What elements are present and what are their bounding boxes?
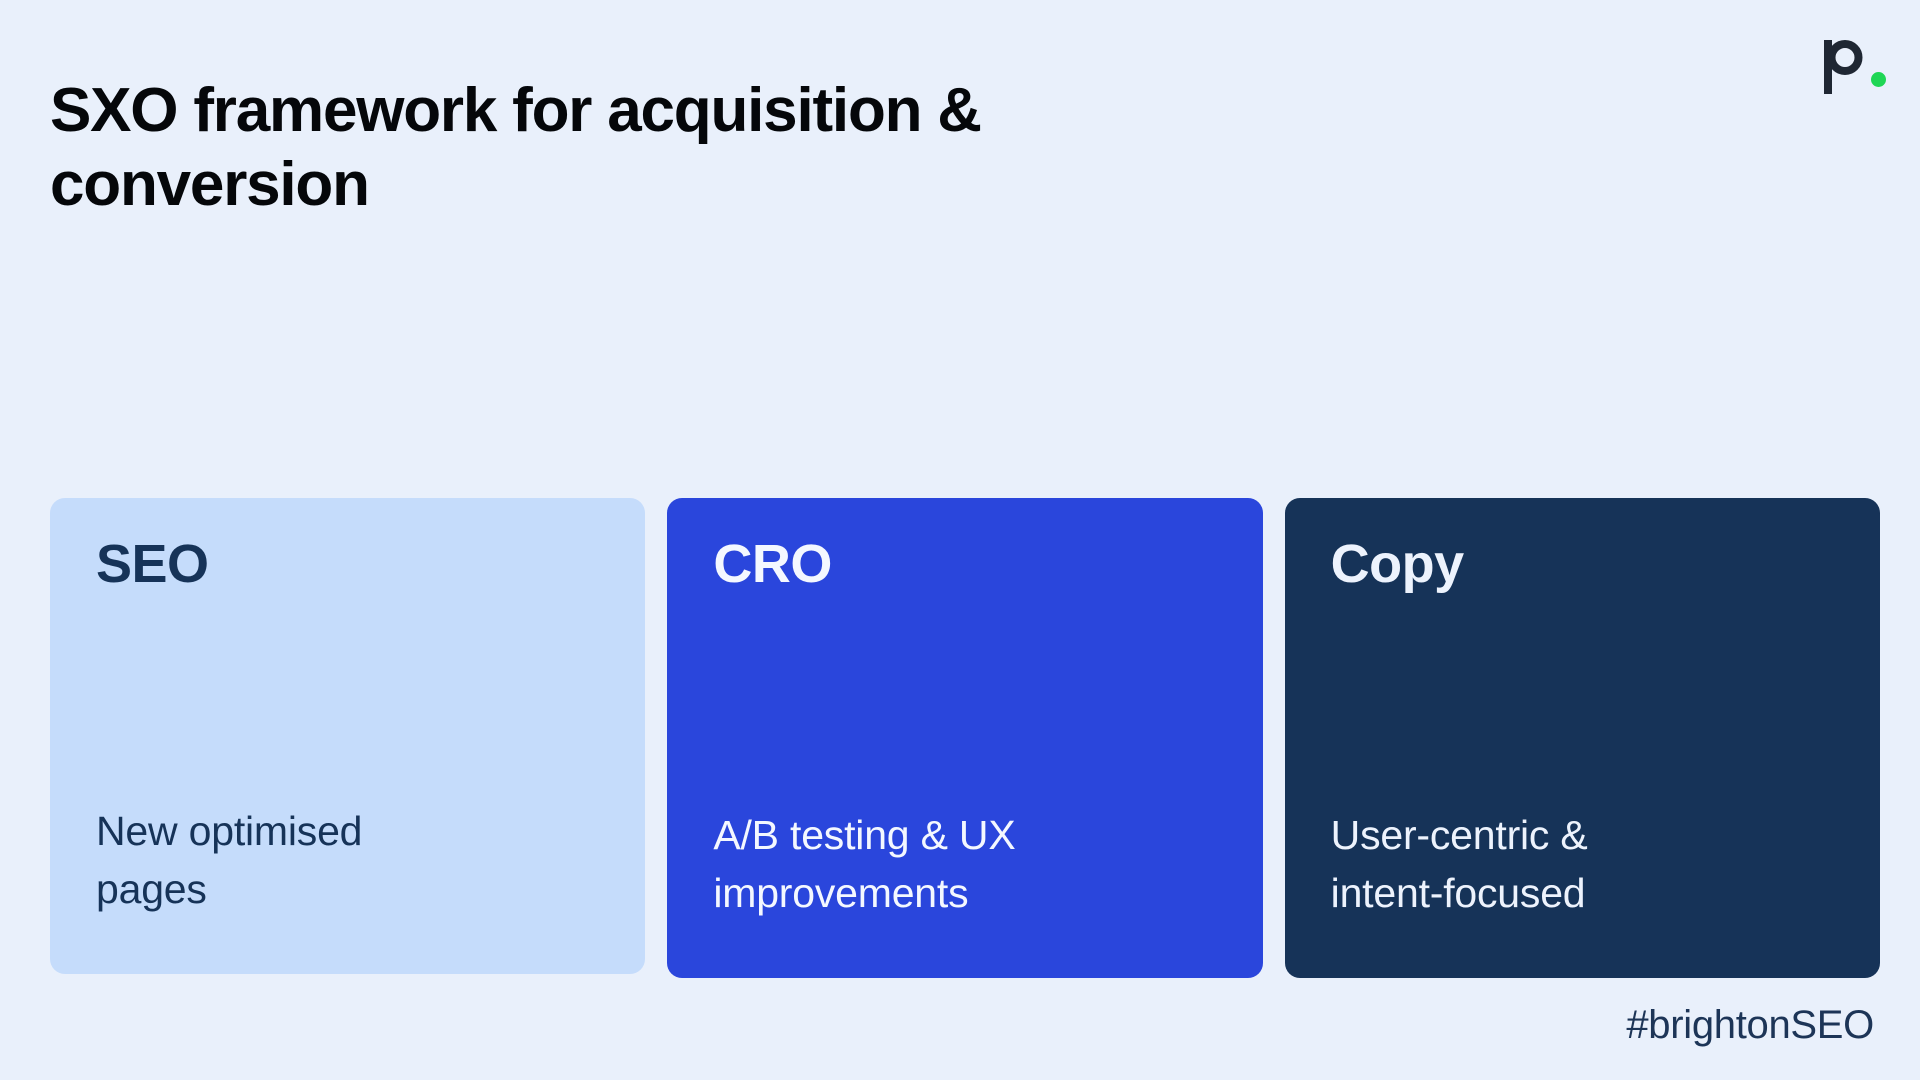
brand-logo (1824, 28, 1886, 98)
card-copy-heading: Copy (1330, 534, 1465, 594)
card-copy: Copy User-centric & intent-focused (1284, 498, 1880, 978)
framework-cards: SEO New optimised pages CRO A/B testing … (50, 498, 1880, 978)
footer-hashtag: #brightonSEO (1626, 1003, 1874, 1047)
page-title: SXO framework for acquisition & conversi… (50, 75, 982, 219)
card-seo: SEO New optimised pages (50, 498, 646, 974)
card-cro: CRO A/B testing & UX improvements (667, 498, 1263, 978)
card-seo-heading: SEO (96, 534, 209, 594)
card-cro-body: A/B testing & UX improvements (713, 812, 1016, 916)
logo-p-icon (1824, 40, 1863, 94)
card-copy-body: User-centric & intent-focused (1330, 812, 1588, 916)
card-seo-body: New optimised pages (96, 808, 363, 912)
logo-green-dot-icon (1871, 72, 1886, 87)
card-cro-heading: CRO (713, 534, 832, 594)
